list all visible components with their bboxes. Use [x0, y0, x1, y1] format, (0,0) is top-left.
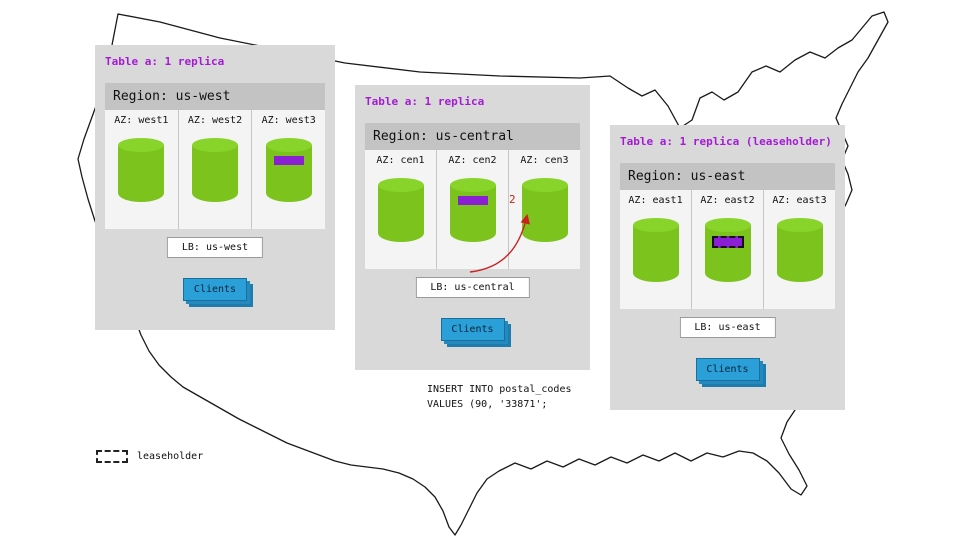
region-box: Region: us-west AZ: west1 AZ: west2 AZ: …: [105, 83, 326, 229]
az-label: AZ: cen3: [520, 155, 569, 166]
az-cell-west3: AZ: west3: [252, 110, 326, 229]
region-title: Region: us-central: [365, 123, 580, 150]
leaseholder-swatch-icon: [96, 450, 128, 463]
az-label: AZ: east3: [772, 195, 827, 206]
load-balancer-us-east: LB: us-east: [679, 317, 776, 338]
region-panel-us-east: Table a: 1 replica (leaseholder) Region:…: [610, 125, 845, 410]
az-row: AZ: west1 AZ: west2 AZ: west3: [105, 110, 326, 229]
load-balancer-us-central: LB: us-central: [415, 277, 530, 298]
az-label: AZ: west2: [187, 115, 243, 126]
az-row: AZ: east1 AZ: east2 AZ: east3: [620, 190, 835, 309]
region-panel-us-central: Table a: 1 replica Region: us-central AZ…: [355, 85, 590, 370]
az-label: AZ: east2: [700, 195, 755, 206]
cylinder-top: [377, 178, 424, 192]
az-cell-cen1: AZ: cen1: [365, 150, 437, 269]
clients-node-us-west: Clients: [183, 278, 247, 301]
az-cell-east2: AZ: east2: [692, 190, 764, 309]
cylinder-body: [521, 185, 568, 242]
az-cell-east1: AZ: east1: [620, 190, 692, 309]
database-cylinder: [704, 218, 751, 282]
legend-leaseholder: leaseholder: [96, 450, 203, 463]
leaseholder-replica-marker: [711, 236, 744, 248]
database-cylinder: [265, 138, 312, 202]
cylinder-body: [704, 225, 751, 282]
database-cylinder: [118, 138, 165, 202]
table-replica-header: Table a: 1 replica: [105, 55, 225, 68]
database-cylinder: [776, 218, 823, 282]
load-balancer-us-west: LB: us-west: [166, 237, 264, 258]
cylinder-top: [118, 138, 165, 152]
az-label: AZ: cen1: [376, 155, 425, 166]
legend-label: leaseholder: [137, 451, 204, 462]
sql-line-2: VALUES (90, '33871';: [427, 399, 548, 410]
cylinder-body: [449, 185, 496, 242]
region-title: Region: us-east: [620, 163, 835, 190]
table-replica-header: Table a: 1 replica: [365, 95, 485, 108]
table-replica-header: Table a: 1 replica (leaseholder): [620, 135, 832, 148]
cylinder-top: [632, 218, 679, 232]
database-cylinder: [449, 178, 496, 242]
az-cell-west2: AZ: west2: [178, 110, 253, 229]
az-cell-cen3: AZ: cen3: [509, 150, 580, 269]
az-label: AZ: east1: [628, 195, 683, 206]
cylinder-top: [704, 218, 751, 232]
database-cylinder: [377, 178, 424, 242]
cylinder-top: [265, 138, 312, 152]
replica-marker: [457, 196, 488, 205]
cylinder-top: [192, 138, 238, 152]
cylinder-body: [265, 145, 312, 202]
cylinder-top: [449, 178, 496, 192]
clients-node-us-central: Clients: [440, 318, 505, 341]
region-panel-us-west: Table a: 1 replica Region: us-west AZ: w…: [95, 45, 335, 330]
clients-node-us-east: Clients: [695, 358, 760, 381]
us-map-border: [77, 11, 889, 536]
az-cell-cen2: AZ: cen2: [437, 150, 509, 269]
region-box: Region: us-east AZ: east1 AZ: east2 AZ: …: [620, 163, 835, 309]
replica-marker: [273, 156, 304, 165]
cylinder-top: [776, 218, 823, 232]
az-cell-east3: AZ: east3: [764, 190, 835, 309]
cylinder-body: [192, 145, 238, 202]
database-cylinder: [632, 218, 679, 282]
az-cell-west1: AZ: west1: [105, 110, 179, 229]
cylinder-body: [377, 185, 424, 242]
sql-statement: INSERT INTO postal_codes VALUES (90, '33…: [415, 372, 584, 422]
az-row: AZ: cen1 AZ: cen2 AZ: cen3: [365, 150, 580, 269]
sql-line-1: INSERT INTO postal_codes: [427, 384, 572, 395]
cylinder-body: [776, 225, 823, 282]
region-box: Region: us-central AZ: cen1 AZ: cen2 AZ:…: [365, 123, 580, 269]
cylinder-body: [632, 225, 679, 282]
az-label: AZ: cen2: [448, 155, 497, 166]
cylinder-body: [118, 145, 165, 202]
az-label: AZ: west3: [261, 115, 316, 126]
database-cylinder: [521, 178, 568, 242]
database-cylinder: [192, 138, 238, 202]
cylinder-top: [521, 178, 568, 192]
region-title: Region: us-west: [105, 83, 325, 110]
az-label: AZ: west1: [114, 115, 169, 126]
